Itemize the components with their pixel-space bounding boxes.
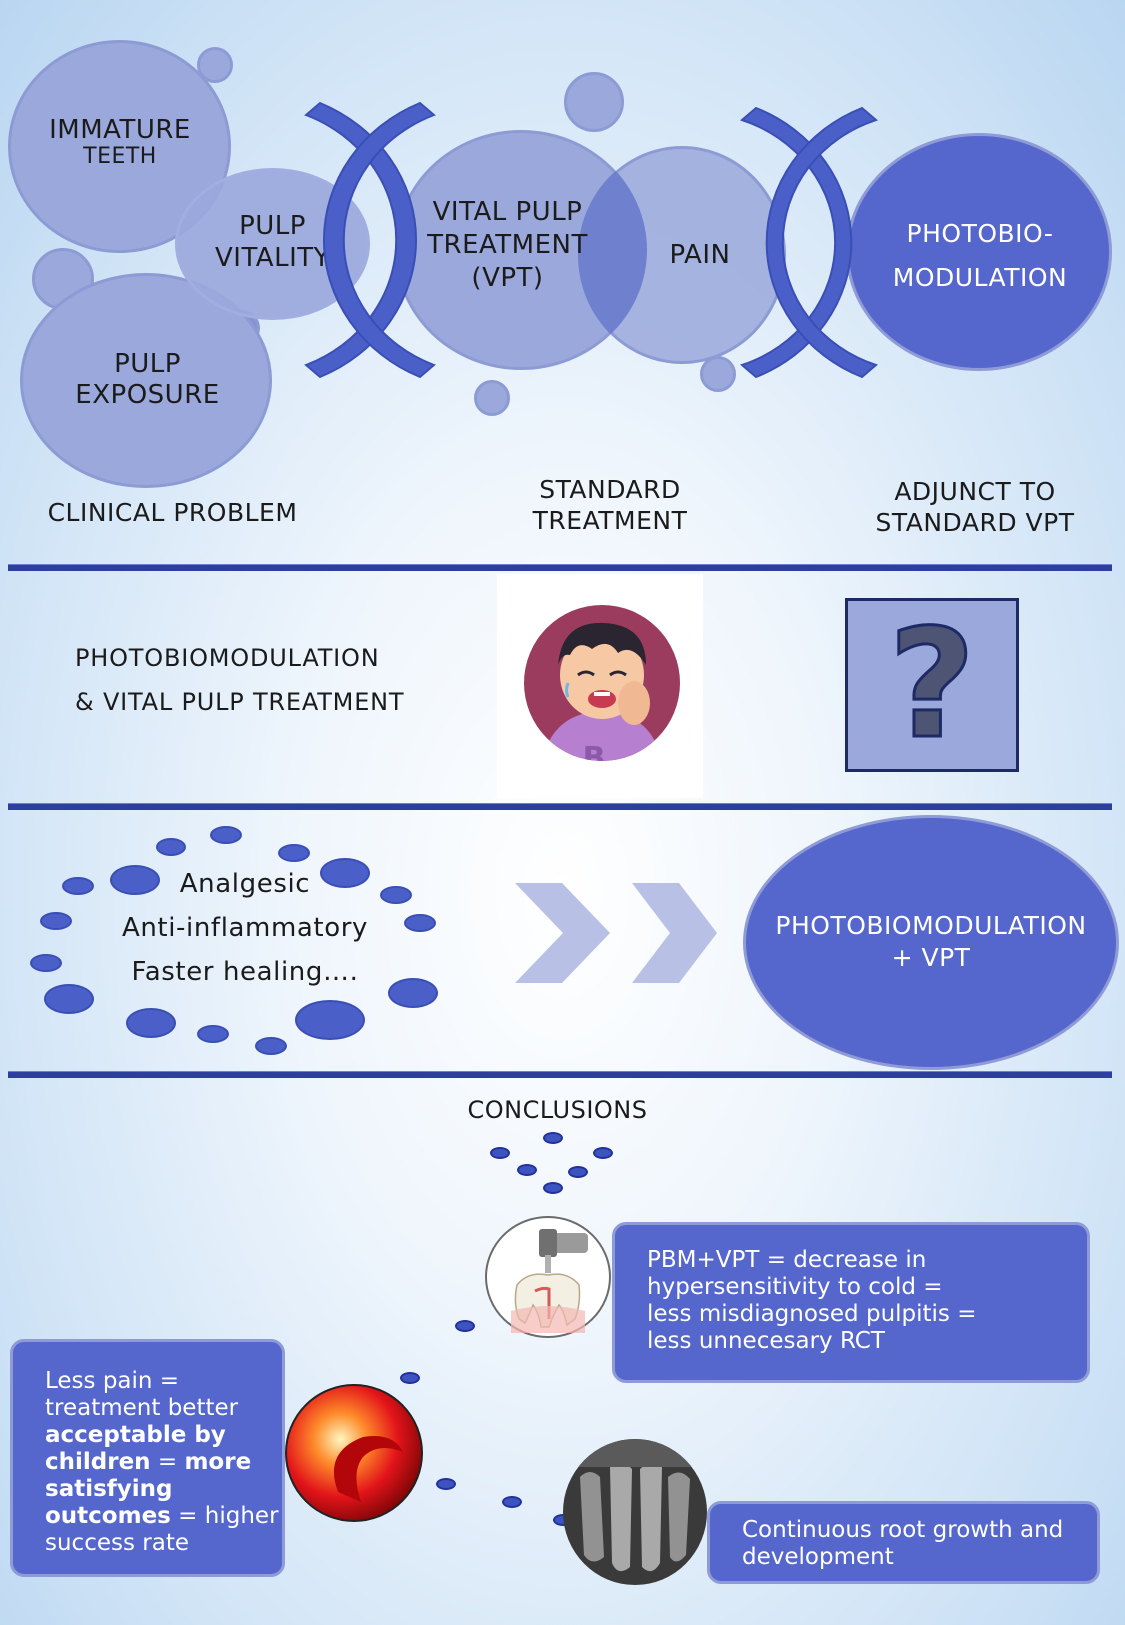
photobiomodulation-circle bbox=[846, 133, 1112, 371]
tooth-drill-image bbox=[485, 1216, 611, 1338]
child-toothache-illustration: B bbox=[524, 605, 680, 773]
pbm-vpt-title: PHOTOBIOMODULATION & VITAL PULP TREATMEN… bbox=[75, 644, 405, 716]
photobiomodulation-label: PHOTOBIO- MODULATION bbox=[892, 219, 1068, 292]
divider-3 bbox=[8, 1071, 1112, 1078]
less-pain-box: Less pain = treatment better acceptable … bbox=[10, 1339, 285, 1577]
root-growth-box: Continuous root growth and development bbox=[707, 1501, 1100, 1584]
effect-analgesic: Analgesic bbox=[179, 869, 311, 899]
pulp-exposure-label: PULP EXPOSURE bbox=[75, 349, 220, 410]
pain-label: PAIN bbox=[669, 240, 731, 270]
pulp-vitality-label: PULP VITALITY bbox=[214, 211, 331, 273]
laser-therapy-image bbox=[285, 1384, 423, 1522]
effects-list: Analgesic Anti-inflammatory Faster heali… bbox=[110, 862, 380, 994]
question-box: ? bbox=[845, 598, 1019, 772]
pbm-vpt-result-circle bbox=[743, 815, 1119, 1070]
dental-radiograph-image bbox=[563, 1439, 707, 1585]
question-mark: ? bbox=[887, 598, 977, 772]
divider-2 bbox=[8, 803, 1112, 810]
vpt-pain-overlap bbox=[578, 146, 647, 364]
bracket-arcs bbox=[304, 101, 878, 379]
clinical-problem-label: CLINICAL PROBLEM bbox=[47, 498, 298, 527]
bubble-small-2 bbox=[564, 72, 624, 132]
adjunct-label: ADJUNCT TO STANDARD VPT bbox=[875, 477, 1075, 537]
hypersensitivity-box: PBM+VPT = decrease in hypersensitivity t… bbox=[612, 1222, 1090, 1383]
bubble-small-5 bbox=[474, 380, 510, 416]
svg-text:B: B bbox=[583, 741, 606, 773]
divider-1 bbox=[8, 564, 1112, 571]
immature-teeth-label: IMMATURE TEETH bbox=[49, 115, 191, 169]
chevron-arrows-icon bbox=[515, 883, 717, 983]
pbm-vpt-result-label: PHOTOBIOMODULATION + VPT bbox=[775, 911, 1087, 972]
effect-faster-healing: Faster healing…. bbox=[131, 957, 359, 987]
bubble-small-6 bbox=[700, 356, 736, 392]
vpt-label: VITAL PULP TREATMENT (VPT) bbox=[427, 197, 588, 293]
effect-anti-inflammatory: Anti-inflammatory bbox=[121, 913, 369, 943]
conclusions-title: CONCLUSIONS bbox=[467, 1096, 648, 1124]
standard-treatment-label: STANDARD TREATMENT bbox=[532, 475, 688, 535]
